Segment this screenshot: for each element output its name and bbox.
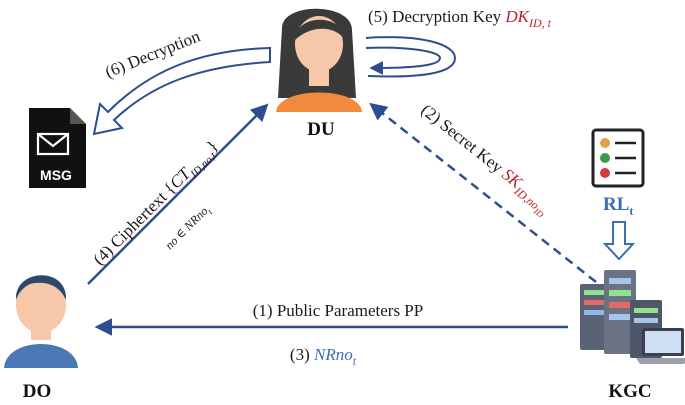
du-avatar-icon — [276, 8, 362, 112]
edge-decryption-key-loop-inner — [365, 46, 442, 75]
edge-secret-key — [369, 102, 597, 283]
msg-document-icon: MSG — [29, 108, 86, 188]
kgc-server-icon — [580, 270, 685, 364]
du-label: DU — [307, 119, 335, 140]
edge-public-parameters-label: (1) Public Parameters PP — [253, 301, 423, 320]
edge-secret-key-label: (2) Secret Key SKID,noID — [414, 100, 555, 220]
revocation-list-icon — [591, 128, 645, 188]
edge-nrno-label: (3) NRnot — [290, 345, 357, 368]
msg-label: MSG — [40, 167, 72, 183]
kgc-label: KGC — [608, 381, 651, 402]
edge-decryption-key-loop — [365, 36, 457, 78]
edge-ciphertext-label: (4) Ciphertext {CTID,no,t} — [89, 136, 224, 271]
edge-decryption — [92, 46, 271, 136]
do-label: DO — [23, 381, 52, 402]
rl-label: RLt — [603, 194, 633, 218]
edge-decryption-key-label: (5) Decryption Key DKID, t — [368, 7, 552, 30]
edge-ciphertext — [87, 103, 269, 285]
edge-ciphertext-note: no ∈ NRnot — [162, 202, 214, 254]
rl-to-kgc-arrow — [602, 221, 636, 261]
do-avatar-icon — [4, 275, 78, 368]
